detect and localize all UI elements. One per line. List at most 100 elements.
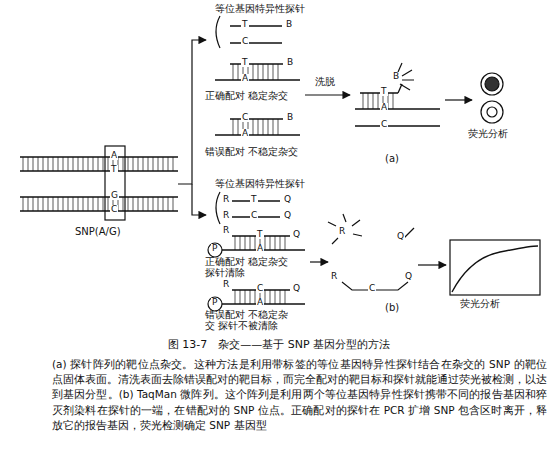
- strand-stroke: [253, 119, 254, 135]
- annotation-label: 错误配对 不稳定杂交 探针不被清除: [205, 309, 297, 332]
- base-letter: A: [110, 151, 118, 160]
- strand-stroke: [68, 157, 69, 171]
- strand-stroke: [133, 197, 134, 211]
- strand-stroke: [93, 197, 94, 211]
- base-letter: T: [241, 20, 249, 29]
- strand-stroke: [33, 157, 34, 171]
- base-letter: Q: [283, 211, 292, 220]
- base-letter: C: [380, 120, 388, 129]
- strand-stroke: [163, 157, 164, 171]
- strand-stroke: [363, 93, 364, 109]
- strand-stroke: [48, 157, 49, 171]
- strand-stroke: [83, 197, 84, 211]
- strand-stroke: [58, 197, 59, 211]
- strand-stroke: [28, 197, 29, 211]
- strand-stroke: [88, 197, 89, 211]
- strand-stroke: [273, 119, 274, 135]
- strand-stroke: [98, 197, 99, 211]
- strand-stroke: [143, 197, 144, 211]
- strand-stroke: [258, 64, 259, 80]
- base-letter: R: [222, 195, 230, 204]
- strand-stroke: [153, 197, 154, 211]
- base-letter: A: [256, 298, 264, 307]
- strand-stroke: [73, 157, 74, 171]
- strand-stroke: [280, 290, 281, 304]
- strand-stroke: [158, 157, 159, 171]
- strand-stroke: [103, 157, 104, 171]
- strand-stroke: [173, 157, 174, 171]
- base-letter: P: [211, 298, 218, 307]
- base-letter: C: [368, 284, 376, 293]
- strand-stroke: [168, 157, 169, 171]
- annotation-label: 正确配对 稳定杂交: [205, 90, 288, 101]
- strand-stroke: [268, 119, 269, 135]
- annotation-label: 等位基因特异性探针: [215, 178, 305, 190]
- strand-stroke: [48, 197, 49, 211]
- strand-stroke: [278, 119, 279, 135]
- strand-stroke: [23, 197, 24, 211]
- strand-stroke: [148, 157, 149, 171]
- strand-stroke: [263, 119, 264, 135]
- annotation-label: 等位基因特异性探针: [215, 3, 305, 15]
- strand-stroke: [98, 157, 99, 171]
- strand-stroke: [378, 93, 379, 109]
- strand-stroke: [253, 64, 254, 80]
- strand-stroke: [63, 157, 64, 171]
- strand-stroke: [360, 92, 398, 93]
- strand-stroke: [143, 157, 144, 171]
- strand-stroke: [265, 290, 266, 304]
- strand-stroke: [285, 290, 286, 304]
- strand-stroke: [393, 93, 394, 109]
- strand-stroke: [20, 156, 178, 157]
- strand-stroke: [20, 170, 178, 171]
- base-letter: Q: [404, 272, 413, 281]
- base-letter: C: [256, 284, 264, 293]
- strand-stroke: [58, 157, 59, 171]
- base-letter: C: [110, 205, 118, 214]
- strand-stroke: [63, 197, 64, 211]
- strand-stroke: [43, 197, 44, 211]
- strand-stroke: [158, 197, 159, 211]
- base-letter: R: [330, 272, 338, 281]
- annotation-label: 错误配对 不稳定杂交: [205, 146, 298, 157]
- strand-stroke: [148, 197, 149, 211]
- strand-stroke: [43, 157, 44, 171]
- strand-stroke: [233, 64, 234, 80]
- strand-stroke: [93, 157, 94, 171]
- strand-stroke: [133, 157, 134, 171]
- strand-stroke: [128, 197, 129, 211]
- strand-stroke: [280, 236, 281, 250]
- base-letter: T: [250, 195, 258, 204]
- base-letter: Q: [283, 195, 292, 204]
- strand-stroke: [373, 93, 374, 109]
- strand-stroke: [78, 197, 79, 211]
- annotation-label: SNP(A/G): [75, 226, 121, 238]
- base-letter: A: [256, 244, 264, 253]
- base-letter: R: [222, 226, 230, 235]
- strand-stroke: [268, 64, 269, 80]
- strand-stroke: [173, 197, 174, 211]
- strand-stroke: [235, 236, 236, 250]
- base-letter: B: [392, 72, 400, 81]
- strand-stroke: [20, 210, 178, 211]
- strand-stroke: [368, 93, 369, 109]
- strand-stroke: [168, 197, 169, 211]
- strand-stroke: [215, 79, 300, 80]
- strand-stroke: [285, 236, 286, 250]
- base-letter: R: [338, 227, 346, 236]
- annotation-label: (b): [385, 302, 399, 314]
- strand-stroke: [53, 157, 54, 171]
- strand-stroke: [275, 290, 276, 304]
- strand-stroke: [245, 236, 246, 250]
- strand-stroke: [263, 64, 264, 80]
- base-letter: C: [241, 113, 249, 122]
- base-letter: P: [211, 244, 218, 253]
- strand-stroke: [240, 290, 241, 304]
- strand-stroke: [355, 125, 440, 126]
- strand-stroke: [38, 157, 39, 171]
- strand-stroke: [230, 25, 282, 26]
- strand-stroke: [275, 236, 276, 250]
- annotation-label: 荧光分析: [468, 128, 508, 140]
- strand-stroke: [250, 236, 251, 250]
